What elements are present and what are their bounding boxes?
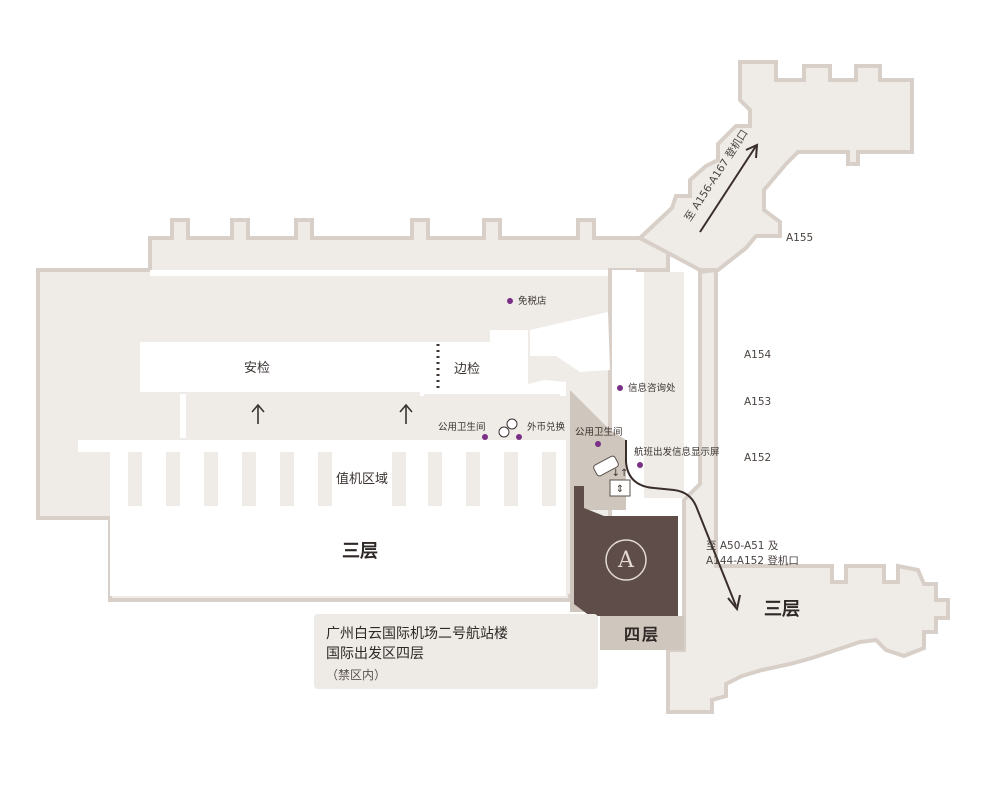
restroom-right-label: 公用卫生间 [575, 426, 623, 438]
security-arrows [251, 403, 413, 424]
restroom-left-marker[interactable] [482, 434, 488, 440]
border-control-label: 边检 [454, 362, 480, 377]
pier-white-strip [644, 272, 684, 498]
checkin-band [78, 440, 566, 452]
security-block-2 [272, 394, 388, 438]
info-title-line2: 国际出发区四层 [326, 646, 424, 662]
security-block-1 [198, 394, 240, 438]
info-title: 广州白云国际机场二号航站楼 国际出发区四层 [326, 624, 508, 664]
route-arrowhead-a156 [745, 143, 759, 159]
map-info-box: 广州白云国际机场二号航站楼 国际出发区四层 （禁区内） [314, 614, 598, 689]
checkin-lower-area [110, 452, 566, 596]
floor3-right-label: 三层 [764, 599, 800, 620]
restroom-right-marker[interactable] [595, 441, 601, 447]
flight-info-label: 航班出发信息显示屏 [634, 446, 720, 458]
floor3-main-label: 三层 [342, 541, 378, 562]
lounge-floor [574, 486, 678, 616]
checkin-counters [128, 452, 556, 506]
escalator-arrows-icon: ↓↑ [612, 468, 629, 479]
security-label: 安检 [244, 361, 270, 376]
escalator-icon [593, 455, 619, 477]
checkin-area-label: 值机区域 [336, 471, 388, 487]
border-block [424, 394, 560, 438]
right-pier-outline [666, 267, 950, 714]
restroom-left-label: 公用卫生间 [438, 421, 486, 433]
lounge-logo-ring [605, 539, 647, 581]
right-corridor-white [612, 270, 636, 450]
route-arrow-a50 [625, 440, 737, 607]
lounge-logo-icon: A [617, 548, 635, 573]
gate-a153-label: A153 [744, 396, 771, 408]
info-title-line1: 广州白云国际机场二号航站楼 [326, 626, 508, 642]
duty-free-curve [530, 312, 610, 372]
to-a50-label-line2: A144-A152 登机口 [706, 554, 799, 567]
duty-free-marker[interactable] [507, 298, 513, 304]
elevator-icon [609, 479, 631, 497]
route-arrow-a156 [699, 145, 757, 233]
currency-label: 外币兑换 [527, 421, 566, 433]
upper-pier-outline [636, 60, 914, 272]
currency-exchange-icon [498, 418, 518, 438]
gate-a152-label: A152 [744, 452, 771, 464]
currency-marker[interactable] [516, 434, 522, 440]
info-desk-marker[interactable] [617, 385, 623, 391]
gate-a154-label: A154 [744, 349, 772, 361]
to-a50-label-line1: 至 A50-A51 及 [706, 540, 779, 552]
route-arrowhead-a50 [727, 594, 741, 612]
security-hall [140, 330, 566, 396]
left-pillar [180, 394, 186, 438]
gate-a155-label: A155 [786, 232, 813, 244]
floor4-label: 四层 [600, 616, 684, 650]
flight-info-marker[interactable] [637, 462, 643, 468]
upper-corridor-white [150, 270, 608, 276]
duty-free-label: 免税店 [518, 295, 547, 307]
info-desk-label: 信息咨询处 [628, 382, 676, 394]
elevator-symbol: ⇕ [616, 484, 624, 495]
info-subtitle: （禁区内） [326, 668, 387, 682]
